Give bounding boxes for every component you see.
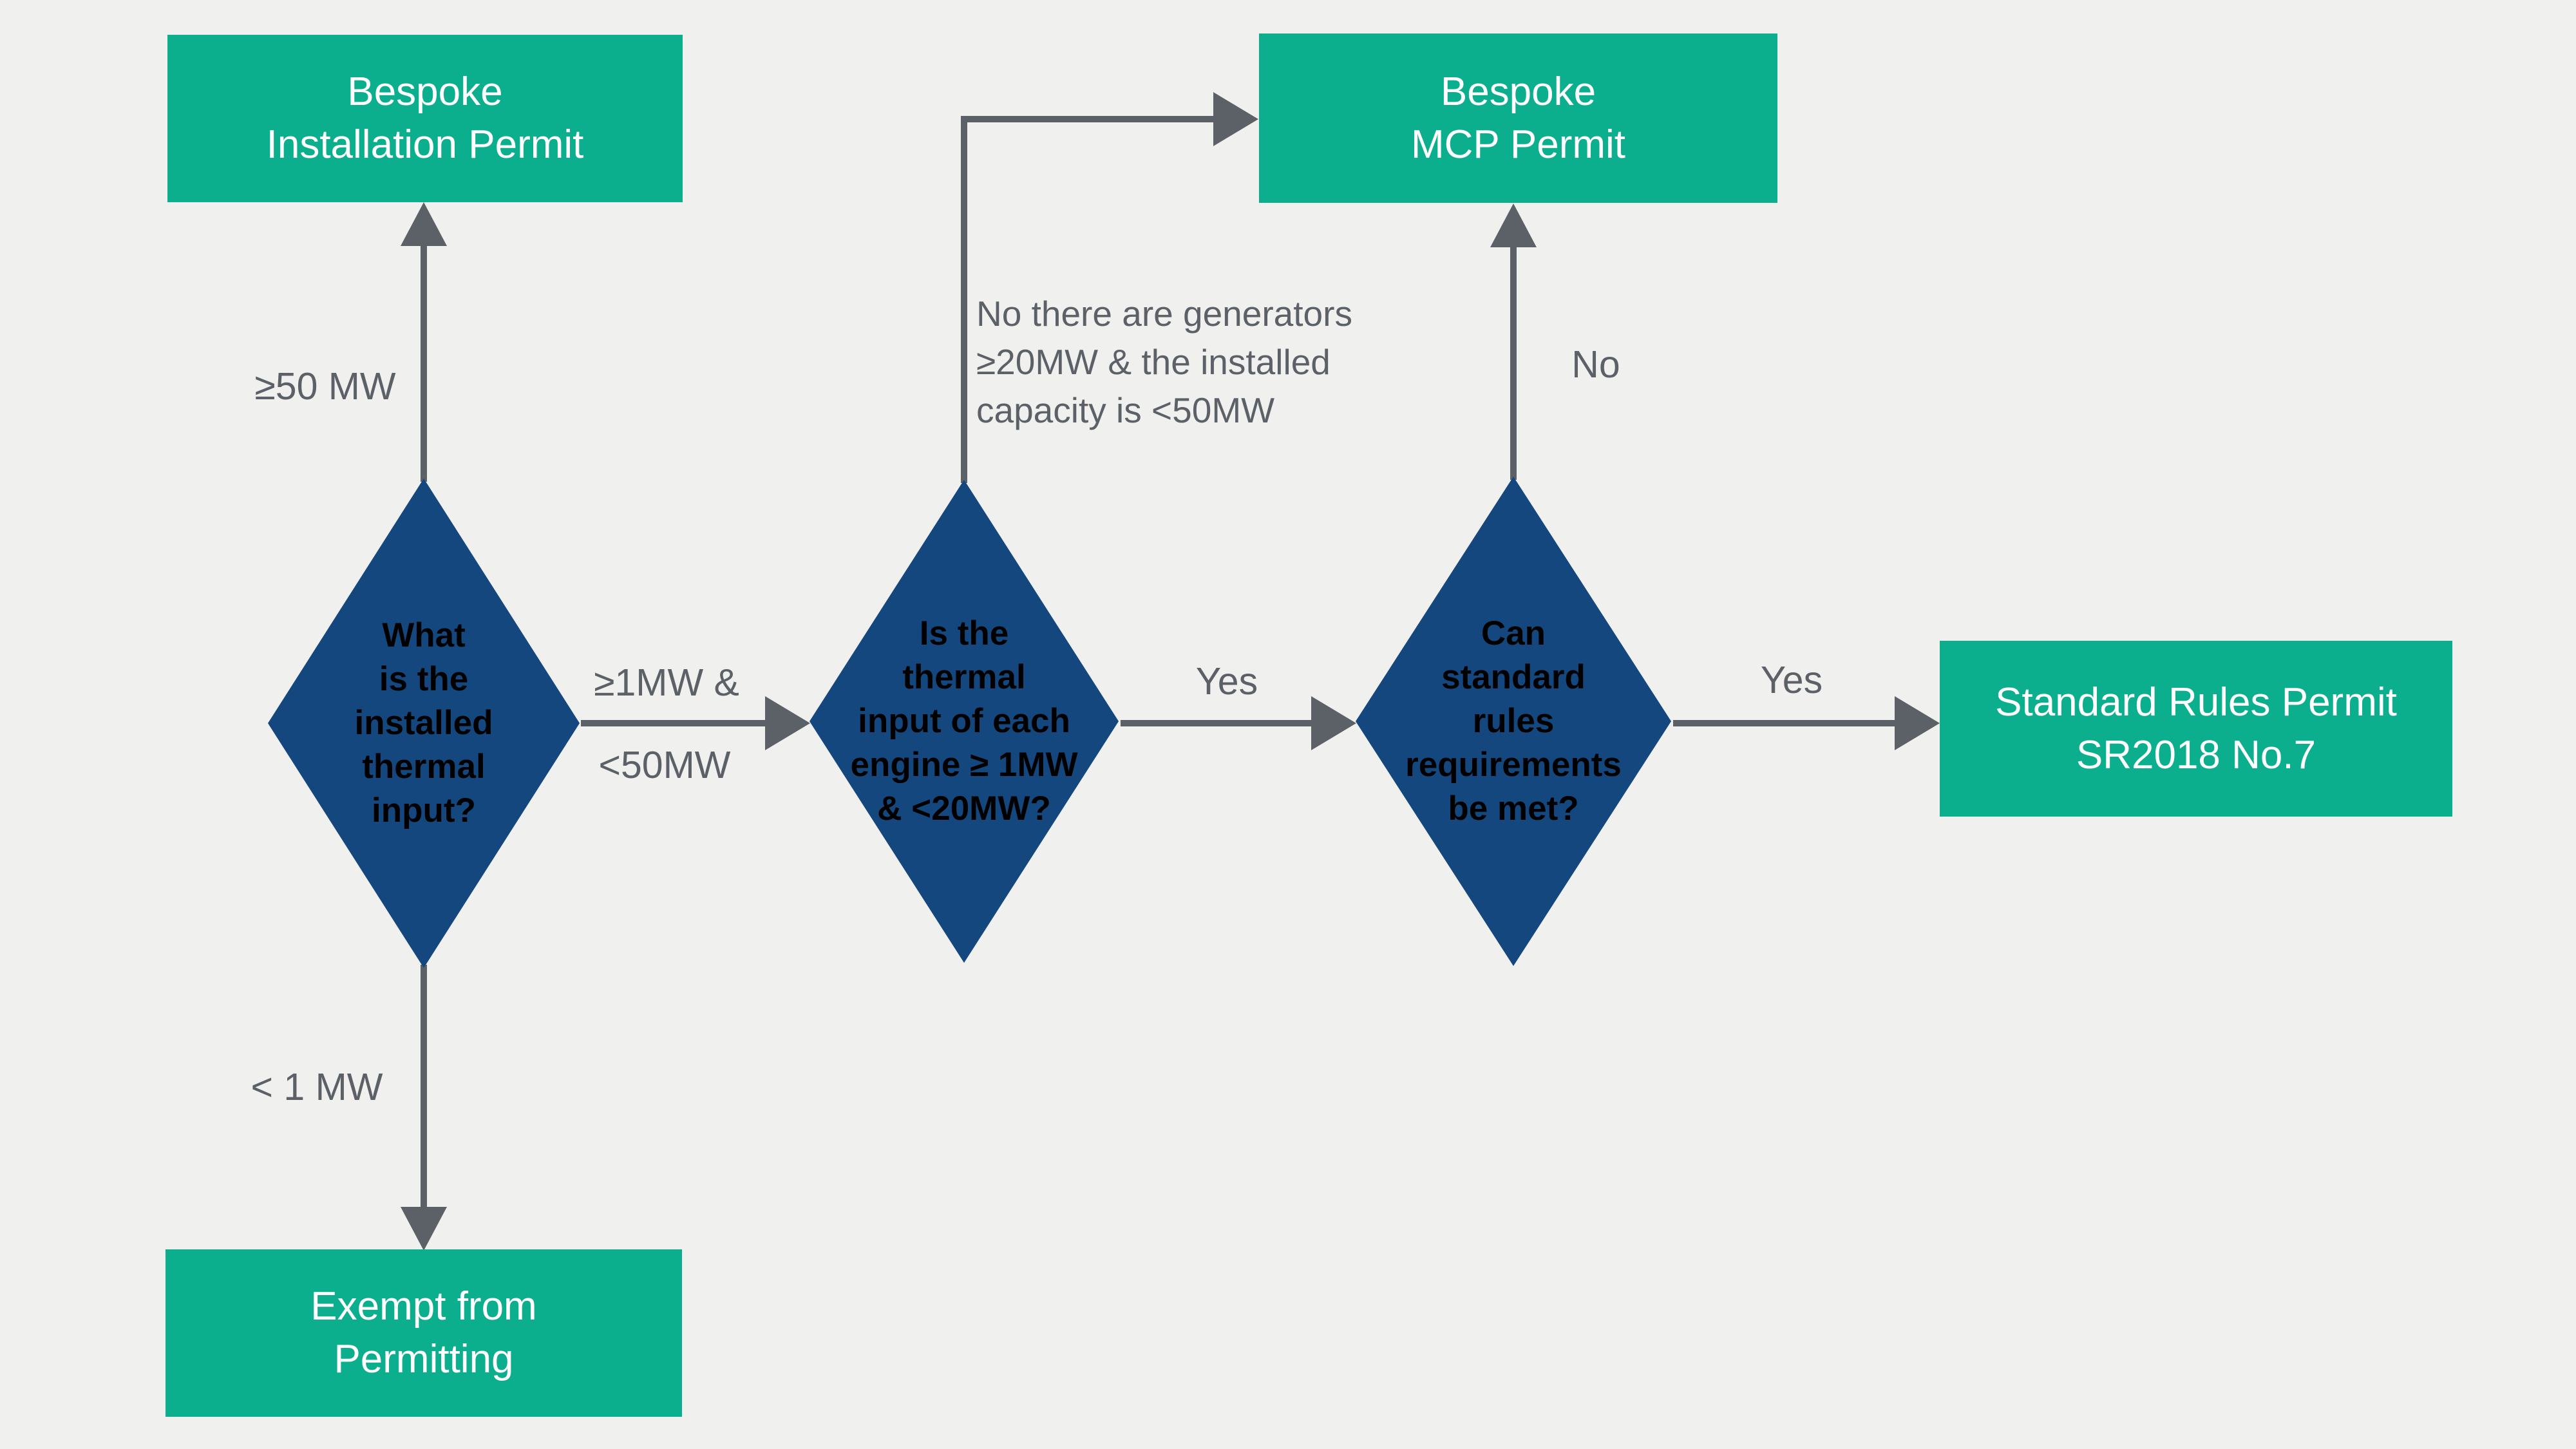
node-standard-rules-permit: Standard Rules Permit SR2018 No.7 [1940,641,2452,817]
edge-label-yes-to-permit: Yes [1760,659,1823,701]
node-exempt-from-permitting: Exempt from Permitting [166,1249,682,1417]
arrow-yes-to-standard-rules [1121,696,1356,750]
edge-label-ge-1mw-and: ≥1MW & [594,661,739,704]
node-label: Bespoke Installation Permit [266,70,584,167]
edge-label-ge-50mw: ≥50 MW [254,365,396,408]
node-label: What is the installed thermal input? [354,616,493,829]
node-label: Can standard rules requirements be met? [1405,614,1622,828]
node-label: Exempt from Permitting [310,1284,537,1381]
node-bespoke-installation-permit: Bespoke Installation Permit [167,35,683,202]
node-label: Bespoke MCP Permit [1410,69,1625,167]
edge-label-yes-to-standard-rules: Yes [1195,660,1258,703]
edge-label-lt-50mw: <50MW [598,744,731,786]
arrow-ge1mw-lt50mw-right [581,696,810,750]
arrow-yes-to-permit [1673,696,1940,750]
edge-label-lt-1mw: < 1 MW [251,1066,383,1108]
arrow-lt1mw-down [401,965,447,1251]
arrow-no-up [1490,204,1537,480]
edge-label-no-to-mcp-permit: No [1571,343,1620,386]
arrow-ge50mw-up [401,202,447,482]
node-label: Standard Rules Permit SR2018 No.7 [1995,679,2397,777]
node-bespoke-mcp-permit: Bespoke MCP Permit [1259,33,1777,203]
arrow-no-generators-elbow [961,92,1258,483]
node-label: Is the thermal input of each engine ≥ 1M… [850,614,1078,828]
edge-label-no-generators: No there are generators ≥20MW & the inst… [976,294,1352,430]
